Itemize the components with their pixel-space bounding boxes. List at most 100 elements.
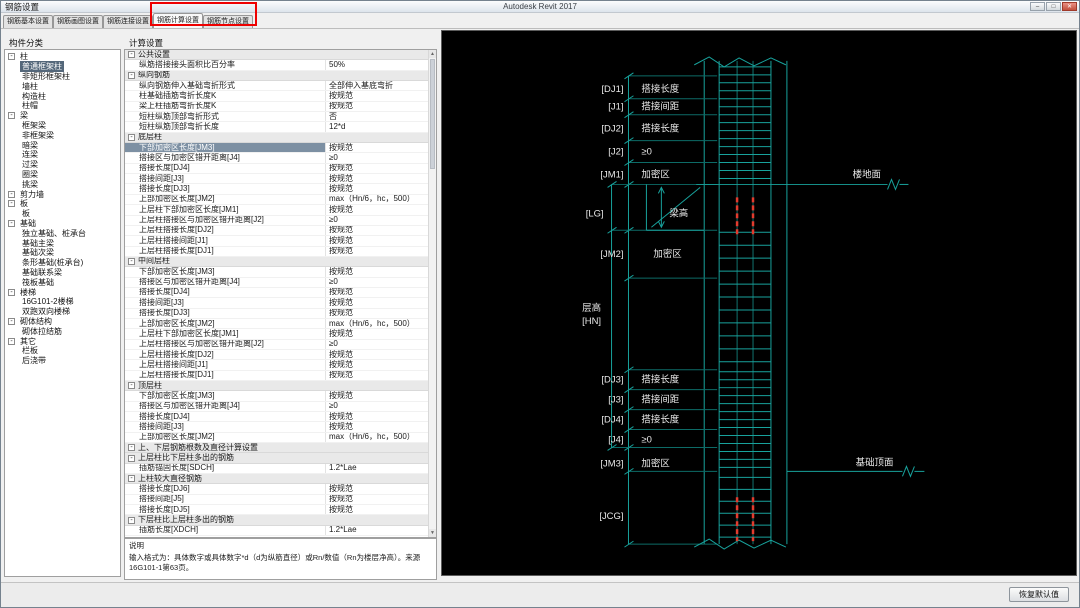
settings-row[interactable]: 搭接长度[DJ5]按规范 xyxy=(125,505,428,515)
scroll-up-icon[interactable]: ▲ xyxy=(429,50,436,58)
tree-expander-icon[interactable]: - xyxy=(8,191,15,198)
setting-value[interactable]: ≥0 xyxy=(325,216,428,225)
section-expander-icon[interactable]: - xyxy=(128,382,135,389)
setting-value[interactable]: 否 xyxy=(325,112,428,121)
settings-row[interactable]: 下部加密区长度[JM3]按规范 xyxy=(125,143,428,153)
settings-row[interactable]: 搭接间距[J3]按规范 xyxy=(125,298,428,308)
settings-row[interactable]: 搭接长度[DJ4]按规范 xyxy=(125,288,428,298)
tab-2[interactable]: 钢筋画图设置 xyxy=(53,15,103,28)
setting-value[interactable]: 按规范 xyxy=(325,164,428,173)
settings-row[interactable]: 上层柱搭接间距[J1]按规范 xyxy=(125,360,428,370)
setting-value[interactable] xyxy=(325,443,428,452)
setting-value[interactable]: 按规范 xyxy=(325,360,428,369)
settings-row[interactable]: 上层柱搭接长度[DJ1]按规范 xyxy=(125,371,428,381)
settings-section-row[interactable]: -底层柱 xyxy=(125,133,428,143)
setting-value[interactable]: 12*d xyxy=(325,122,428,131)
setting-value[interactable]: 按规范 xyxy=(325,226,428,235)
settings-row[interactable]: 梁上柱插筋弯折长度K按规范 xyxy=(125,102,428,112)
setting-value[interactable]: max（Hn/6，hc，500） xyxy=(325,433,428,442)
setting-value[interactable]: 按规范 xyxy=(325,391,428,400)
settings-row[interactable]: 上部加密区长度[JM2]max（Hn/6，hc，500） xyxy=(125,195,428,205)
settings-row[interactable]: 搭接长度[DJ4]按规范 xyxy=(125,164,428,174)
settings-row[interactable]: 上层柱下部加密区长度[JM1]按规范 xyxy=(125,205,428,215)
settings-row[interactable]: 搭接间距[J3]按规范 xyxy=(125,174,428,184)
section-expander-icon[interactable]: - xyxy=(128,134,135,141)
settings-row[interactable]: 插筋长度[XDCH]1.2*Lae xyxy=(125,526,428,536)
tree-expander-icon[interactable]: - xyxy=(8,220,15,227)
setting-value[interactable]: 全部伸入基底弯折 xyxy=(325,81,428,90)
tab-3[interactable]: 钢筋连接设置 xyxy=(103,15,153,28)
section-expander-icon[interactable]: - xyxy=(128,72,135,79)
setting-value[interactable]: 1.2*Lae xyxy=(325,526,428,535)
scroll-down-icon[interactable]: ▼ xyxy=(429,529,436,537)
setting-value[interactable]: 按规范 xyxy=(325,267,428,276)
setting-value[interactable]: 按规范 xyxy=(325,91,428,100)
setting-value[interactable]: ≥0 xyxy=(325,153,428,162)
drawing-canvas[interactable]: [DJ1]搭接长度[J1]搭接间距[DJ2]搭接长度[J2]≥0[JM1]加密区… xyxy=(441,30,1077,576)
tree-expander-icon[interactable]: - xyxy=(8,318,15,325)
setting-value[interactable] xyxy=(325,257,428,266)
setting-value[interactable]: 按规范 xyxy=(325,505,428,514)
setting-value[interactable]: 按规范 xyxy=(325,371,428,380)
setting-value[interactable]: 按规范 xyxy=(325,350,428,359)
setting-value[interactable]: ≥0 xyxy=(325,402,428,411)
settings-row[interactable]: 搭接间距[J3]按规范 xyxy=(125,422,428,432)
settings-row[interactable]: 上部加密区长度[JM2]max（Hn/6，hc，500） xyxy=(125,433,428,443)
setting-value[interactable]: ≥0 xyxy=(325,340,428,349)
setting-value[interactable] xyxy=(325,453,428,462)
setting-value[interactable] xyxy=(325,133,428,142)
setting-value[interactable]: 按规范 xyxy=(325,412,428,421)
settings-row[interactable]: 上层柱搭接区与加密区错开距离[J2]≥0 xyxy=(125,216,428,226)
setting-value[interactable]: 按规范 xyxy=(325,143,428,152)
setting-value[interactable]: 按规范 xyxy=(325,495,428,504)
section-expander-icon[interactable]: - xyxy=(128,517,135,524)
setting-value[interactable]: 按规范 xyxy=(325,484,428,493)
tree-expander-icon[interactable]: - xyxy=(8,200,15,207)
settings-section-row[interactable]: -纵向钢筋 xyxy=(125,71,428,81)
settings-row[interactable]: 纵筋搭接接头面积比百分率50% xyxy=(125,60,428,70)
settings-row[interactable]: 搭接长度[DJ6]按规范 xyxy=(125,484,428,494)
settings-section-row[interactable]: -公共设置 xyxy=(125,50,428,60)
setting-value[interactable] xyxy=(325,474,428,483)
settings-row[interactable]: 短柱纵筋顶部弯折形式否 xyxy=(125,112,428,122)
setting-value[interactable] xyxy=(325,50,428,59)
settings-scrollbar[interactable]: ▲ ▼ xyxy=(428,50,436,537)
settings-section-row[interactable]: -上、下层钢筋根数及直径计算设置 xyxy=(125,443,428,453)
scrollbar-thumb[interactable] xyxy=(430,59,435,169)
setting-value[interactable]: 按规范 xyxy=(325,288,428,297)
close-button[interactable]: ✕ xyxy=(1062,2,1077,11)
section-expander-icon[interactable]: - xyxy=(128,444,135,451)
section-expander-icon[interactable]: - xyxy=(128,51,135,58)
settings-row[interactable]: 纵向钢筋伸入基础弯折形式全部伸入基底弯折 xyxy=(125,81,428,91)
tree-expander-icon[interactable]: - xyxy=(8,112,15,119)
settings-row[interactable]: 上层柱搭接长度[DJ2]按规范 xyxy=(125,226,428,236)
setting-value[interactable]: 50% xyxy=(325,60,428,69)
setting-value[interactable]: 按规范 xyxy=(325,102,428,111)
setting-value[interactable]: 按规范 xyxy=(325,184,428,193)
section-expander-icon[interactable]: - xyxy=(128,258,135,265)
settings-row[interactable]: 搭接区与加密区错开距离[J4]≥0 xyxy=(125,402,428,412)
setting-value[interactable] xyxy=(325,515,428,524)
settings-row[interactable]: 搭接长度[DJ3]按规范 xyxy=(125,309,428,319)
setting-value[interactable]: 按规范 xyxy=(325,205,428,214)
settings-row[interactable]: 上层柱搭接区与加密区错开距离[J2]≥0 xyxy=(125,340,428,350)
setting-value[interactable]: 按规范 xyxy=(325,298,428,307)
settings-row[interactable]: 下部加密区长度[JM3]按规范 xyxy=(125,267,428,277)
maximize-button[interactable]: □ xyxy=(1046,2,1061,11)
setting-value[interactable]: max（Hn/6，hc，500） xyxy=(325,319,428,328)
setting-value[interactable] xyxy=(325,381,428,390)
settings-row[interactable]: 搭接区与加密区错开距离[J4]≥0 xyxy=(125,278,428,288)
settings-row[interactable]: 搭接间距[J5]按规范 xyxy=(125,495,428,505)
tab-4[interactable]: 钢筋计算设置 xyxy=(153,13,203,28)
section-expander-icon[interactable]: - xyxy=(128,475,135,482)
setting-value[interactable]: 1.2*Lae xyxy=(325,464,428,473)
tree-item[interactable]: 后浇带 xyxy=(5,356,120,366)
settings-section-row[interactable]: -下层柱比上层柱多出的钢筋 xyxy=(125,515,428,525)
settings-row[interactable]: 搭接长度[DJ3]按规范 xyxy=(125,184,428,194)
settings-row[interactable]: 插筋锚固长度[SDCH]1.2*Lae xyxy=(125,464,428,474)
setting-value[interactable]: 按规范 xyxy=(325,247,428,256)
minimize-button[interactable]: – xyxy=(1030,2,1045,11)
settings-row[interactable]: 上层柱搭接长度[DJ1]按规范 xyxy=(125,247,428,257)
setting-value[interactable]: 按规范 xyxy=(325,236,428,245)
tree-expander-icon[interactable]: - xyxy=(8,289,15,296)
